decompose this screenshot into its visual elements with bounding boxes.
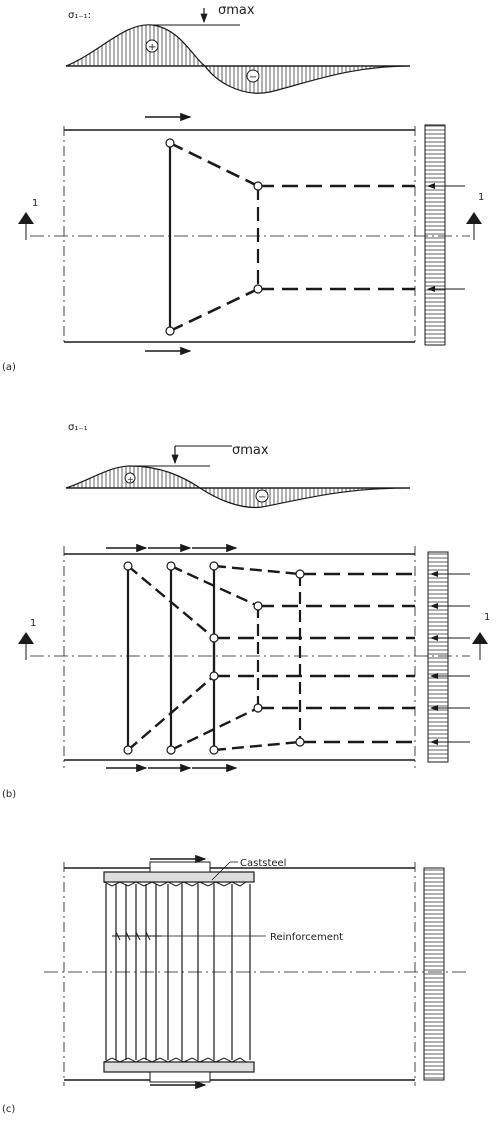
panel-b-sigma-max-label: σmax bbox=[232, 443, 269, 458]
panel-b-section-mark-left: 1 bbox=[18, 618, 36, 660]
panel-a-sigma-label: σ₁₋₁: bbox=[68, 10, 91, 21]
panel-a: σ₁₋₁: σmax + − bbox=[2, 3, 484, 373]
panel-b-minus-sign: − bbox=[258, 492, 266, 503]
panel-a-minus-sign: − bbox=[249, 72, 257, 83]
panel-b-plus-sign: + bbox=[127, 475, 134, 484]
panel-c: Caststeel Reinforcement (c) bbox=[2, 854, 470, 1115]
panel-a-member bbox=[30, 112, 470, 356]
panel-c-reinforcement-label: Reinforcement bbox=[270, 932, 343, 943]
panel-c-caststeel-label: Caststeel bbox=[240, 858, 286, 869]
panel-b-stress-diagram: σmax + − bbox=[65, 443, 411, 509]
panel-b-section-mark-right: 1 bbox=[472, 612, 490, 660]
panel-c-member bbox=[44, 862, 470, 1086]
panel-c-caption: (c) bbox=[2, 1104, 15, 1115]
panel-c-caststeel-block bbox=[103, 854, 255, 1090]
panel-b-caption: (b) bbox=[2, 789, 16, 800]
panel-c-labels: Caststeel Reinforcement bbox=[162, 858, 343, 943]
panel-a-section-mark-left: 1 bbox=[18, 198, 38, 240]
panel-b: σ₁₋₁ σmax + − bbox=[2, 422, 490, 800]
panel-b-member bbox=[30, 543, 470, 773]
panel-a-caption: (a) bbox=[2, 362, 16, 373]
panel-a-strut-tie-model bbox=[165, 138, 465, 336]
panel-b-section-left-label: 1 bbox=[30, 618, 36, 629]
panel-c-reinforcement-bars bbox=[105, 884, 251, 1060]
panel-a-section-right-label: 1 bbox=[478, 192, 484, 203]
panel-b-section-right-label: 1 bbox=[484, 612, 490, 623]
panel-a-sigma-max-label: σmax bbox=[218, 3, 255, 18]
panel-a-stress-diagram: σmax + − bbox=[65, 3, 411, 94]
panel-a-section-mark-right: 1 bbox=[466, 192, 484, 240]
panel-b-strut-tie-model bbox=[123, 561, 470, 755]
panel-a-plus-sign: + bbox=[148, 42, 156, 53]
panel-a-section-left-label: 1 bbox=[32, 198, 38, 209]
panel-b-sigma-label: σ₁₋₁ bbox=[68, 422, 88, 433]
